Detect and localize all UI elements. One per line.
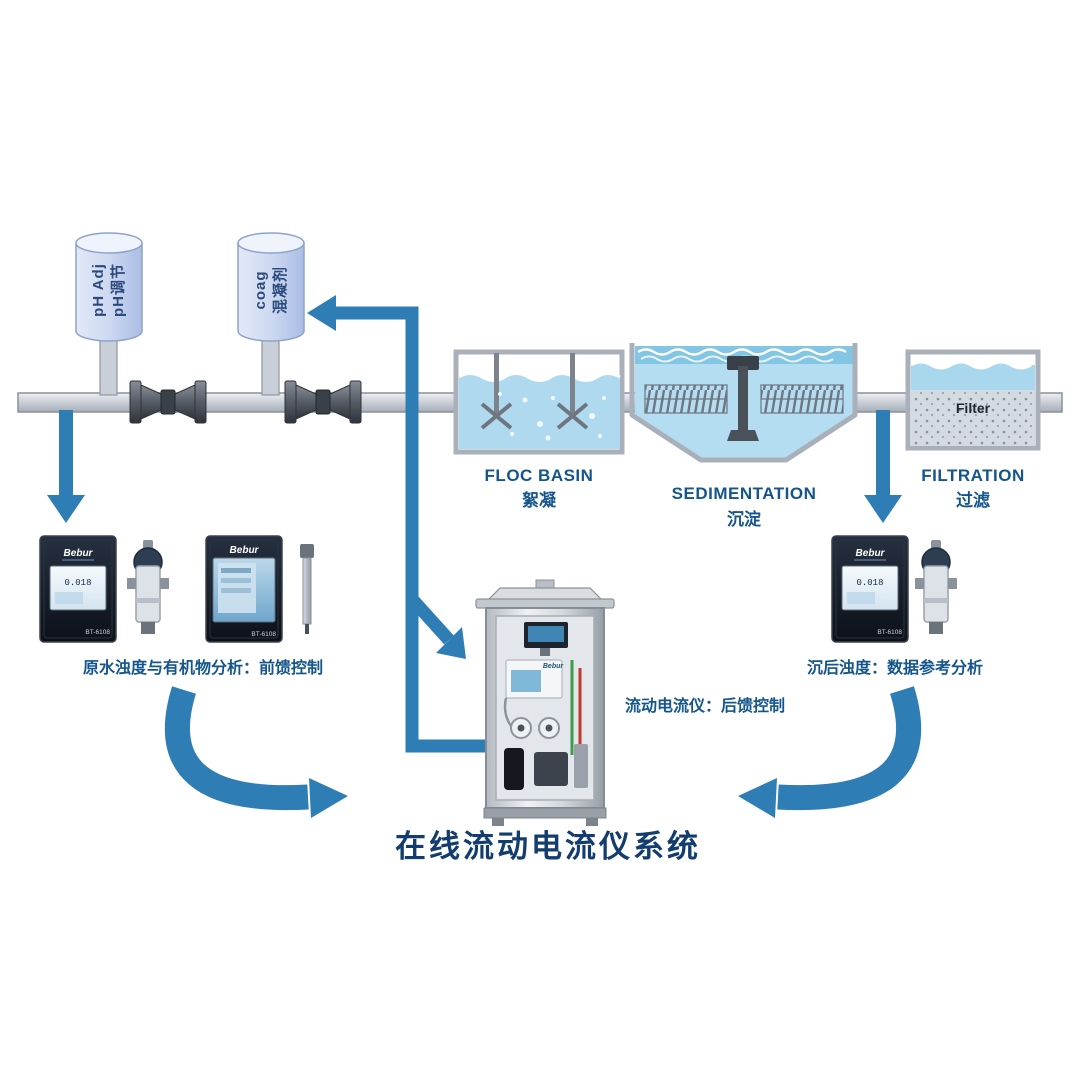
filter-media-label: Filter	[956, 400, 991, 416]
cabinet-controller-brand: Bebur	[543, 663, 565, 670]
cabinet-module	[534, 752, 568, 786]
ph-tank-label-zh: pH调节	[109, 263, 127, 317]
floc-label-zh: 絮凝	[522, 490, 557, 510]
dosing-probe	[300, 544, 314, 634]
controller-model: BT-6108	[877, 629, 902, 636]
coag-tank-label-en: coag	[252, 270, 269, 309]
ph-tank-stem	[99, 337, 118, 396]
ph-tank-lid	[75, 232, 143, 254]
turbidity-sensor-left	[127, 540, 169, 634]
floc-water	[459, 373, 620, 449]
filtration-basin: Filter	[905, 349, 1041, 451]
floc-label-en: FLOC BASIN	[485, 466, 594, 485]
cabinet-base	[483, 807, 607, 819]
sed-label-en: SEDIMENTATION	[672, 484, 817, 503]
controller-reading: 0.018	[856, 578, 883, 588]
feedback-dosing-line	[307, 295, 487, 753]
coag-tank-label-zh: 混凝剂	[271, 266, 289, 314]
controller-reading: 0.018	[64, 578, 91, 588]
arrowhead-to-cabinet	[436, 627, 466, 659]
ph-tank-label-en: pH Adj	[90, 263, 107, 317]
settled-water-controller: Bebur 0.018 BT-6108	[831, 535, 909, 643]
down-arrow-left	[47, 410, 85, 523]
controller-brand: Bebur	[856, 548, 886, 559]
sed-scraper-drive	[727, 356, 759, 441]
curved-arrow-right	[738, 686, 922, 818]
caption-feedforward: 原水浊度与有机物分析：前馈控制	[83, 658, 323, 677]
floc-mixer-2	[556, 353, 589, 430]
curved-arrow-left	[164, 686, 348, 818]
arrowhead-to-coag-tank	[307, 295, 336, 331]
down-arrow-right	[864, 410, 902, 523]
coag-tank-stem	[261, 337, 280, 396]
floc-basin	[453, 349, 625, 455]
controller-brand: Bebur	[230, 545, 260, 556]
caption-feedback: 流动电流仪：后馈控制	[625, 696, 785, 715]
sensor-body	[135, 565, 161, 623]
raw-water-controller-2: Bebur BT-6108	[205, 535, 283, 643]
floc-mixer-1	[480, 353, 513, 430]
cabinet-cylinder	[504, 748, 524, 790]
sensor-body	[923, 565, 949, 623]
analyzer-cabinet: Bebur	[475, 579, 615, 826]
controller-brand: Bebur	[64, 548, 94, 559]
floc-bubbles	[498, 392, 606, 441]
raw-water-controller-1: Bebur 0.018 BT-6108	[39, 535, 117, 643]
sedimentation-basin	[629, 343, 858, 463]
pipe-fitting-2	[284, 380, 362, 424]
pipe-fitting-1	[129, 380, 207, 424]
turbidity-sensor-right	[915, 540, 957, 634]
controller-model: BT-6108	[251, 631, 276, 638]
sed-label-zh: 沉淀	[727, 509, 762, 529]
coagulant-dosing-tank: coag 混凝剂	[237, 232, 305, 396]
controller-model: BT-6108	[85, 629, 110, 636]
coag-tank-lid	[237, 232, 305, 254]
caption-reference: 沉后浊度：数据参考分析	[807, 658, 983, 677]
filtration-label-en: FILTRATION	[921, 466, 1025, 485]
page-title: 在线流动电流仪系统	[395, 829, 701, 864]
ph-dosing-tank: pH Adj pH调节	[75, 232, 143, 396]
filtration-label-zh: 过滤	[956, 490, 990, 510]
cabinet-crown	[486, 587, 604, 601]
